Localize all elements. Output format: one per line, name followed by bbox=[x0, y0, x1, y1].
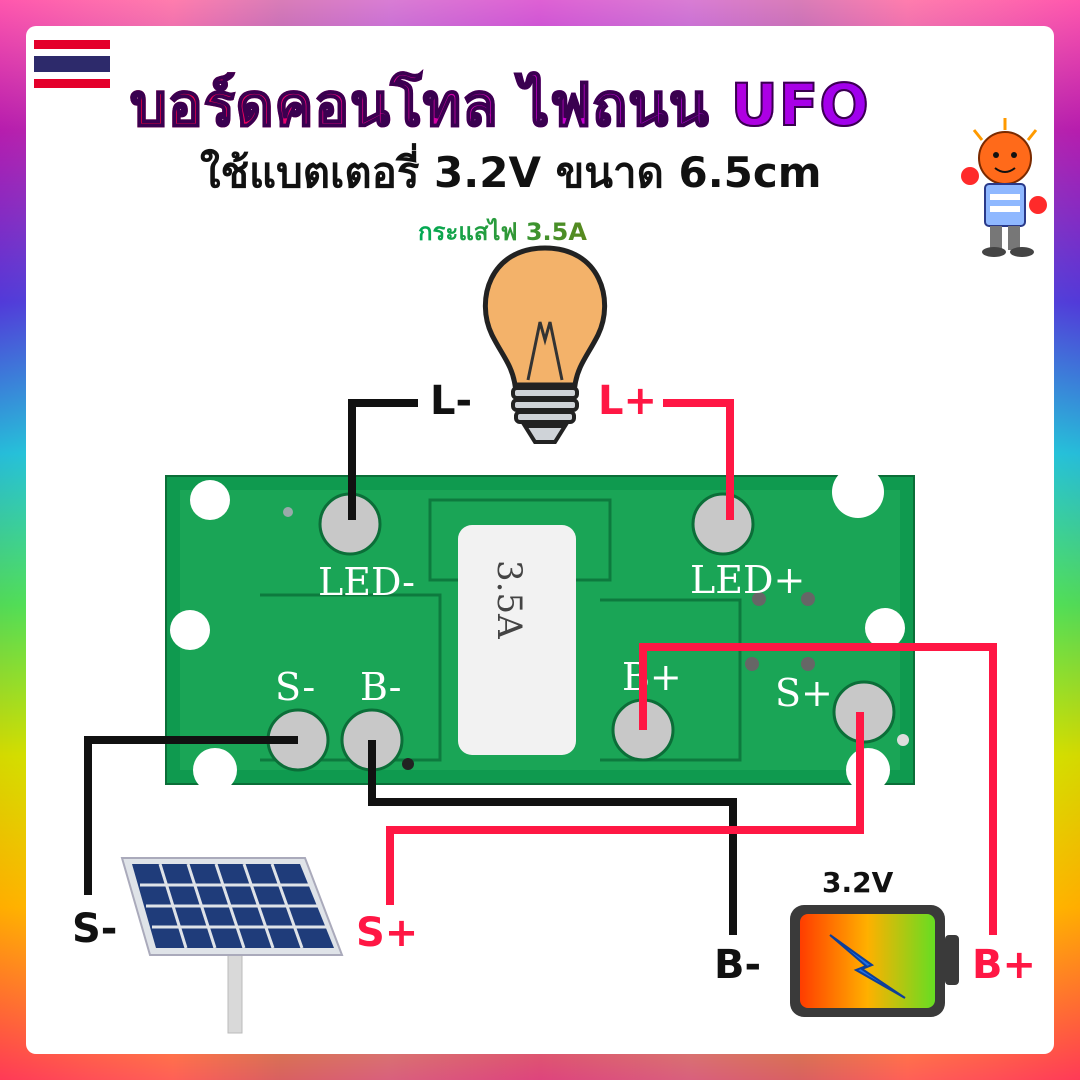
pcb-label-led-plus: LED+ bbox=[690, 558, 805, 602]
pad-led-plus bbox=[691, 492, 755, 556]
light-bulb-icon bbox=[482, 245, 608, 444]
current-rating: กระแสไฟ 3.5A bbox=[418, 212, 678, 251]
wire-s-plus bbox=[386, 712, 864, 905]
label-b-minus: B- bbox=[714, 942, 762, 988]
wire-l-minus bbox=[348, 399, 418, 520]
wire-b-plus bbox=[639, 643, 997, 935]
label-s-plus: S+ bbox=[356, 910, 419, 956]
page-subtitle: ใช้แบตเตอรี่ 3.2V ขนาด 6.5cm bbox=[200, 148, 822, 197]
battery-voltage: 3.2V bbox=[822, 866, 894, 899]
label-s-minus: S- bbox=[72, 906, 118, 952]
wire-b-minus bbox=[368, 740, 737, 935]
label-l-plus: L+ bbox=[598, 378, 658, 424]
label-b-plus: B+ bbox=[972, 942, 1037, 988]
label-l-minus: L- bbox=[430, 378, 473, 424]
page-title: บอร์ดคอนโทล ไฟถนน UFO bbox=[129, 58, 1030, 151]
thailand-flag-icon bbox=[34, 40, 110, 88]
pcb-label-s-minus: S- bbox=[275, 665, 315, 709]
battery-icon bbox=[790, 905, 959, 1017]
wire-l-plus bbox=[663, 399, 734, 520]
mascot-icon bbox=[961, 118, 1047, 257]
pcb-label-b-minus: B- bbox=[360, 665, 401, 709]
pcb-label-b-plus: B+ bbox=[622, 655, 682, 699]
solar-panel-icon bbox=[120, 857, 344, 1034]
pcb-label-led-minus: LED- bbox=[318, 560, 415, 604]
sticker-label: 3.5A bbox=[489, 560, 529, 639]
wire-s-minus bbox=[84, 736, 298, 895]
pcb-board: LED- LED+ S- B- B+ S+ 3.5A bbox=[165, 466, 915, 792]
pcb-label-s-plus: S+ bbox=[775, 671, 833, 715]
